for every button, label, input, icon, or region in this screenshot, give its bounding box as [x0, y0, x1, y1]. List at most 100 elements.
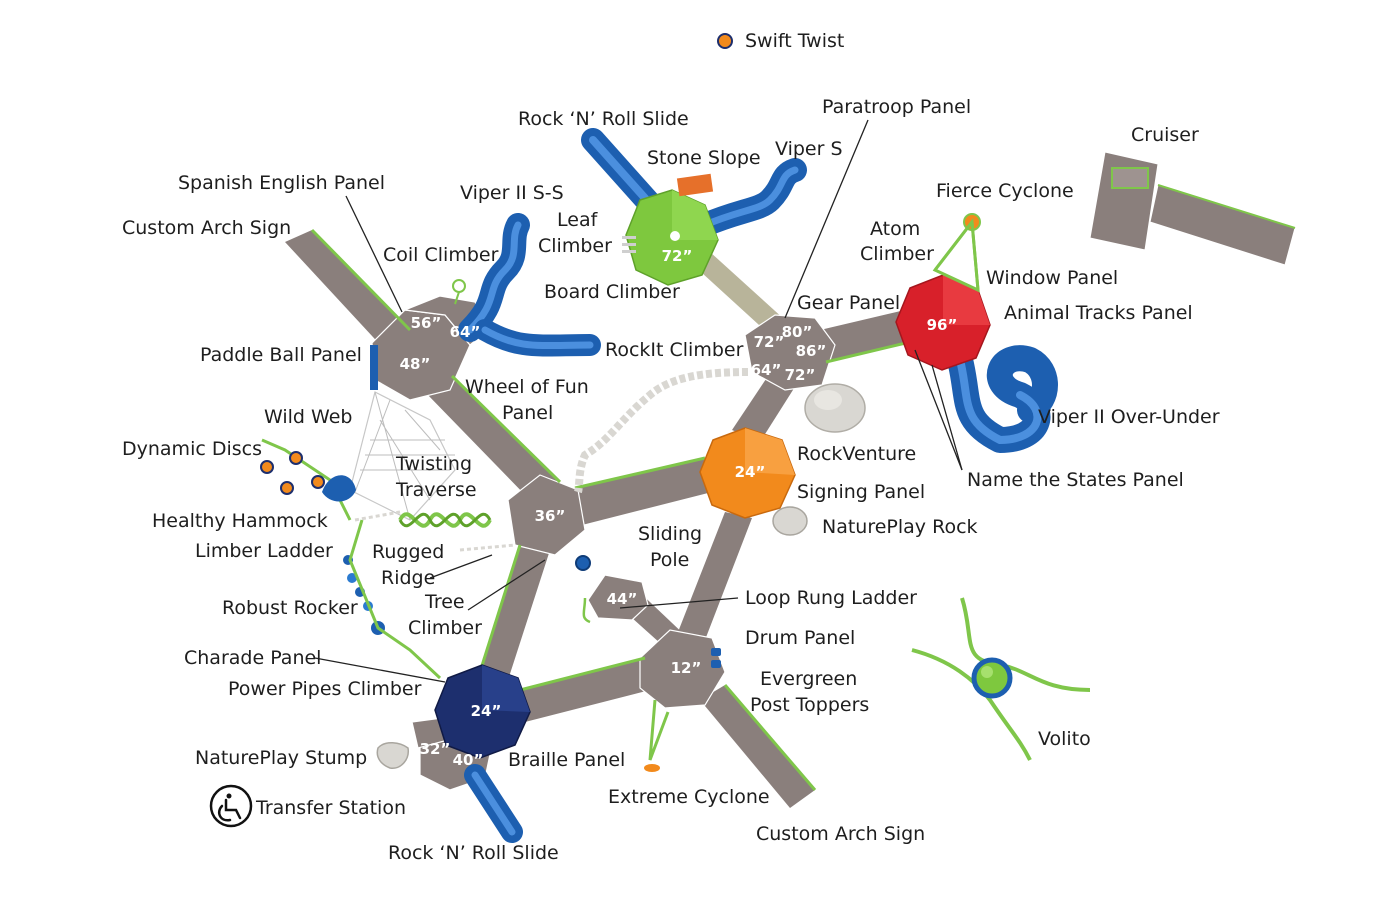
bridge-36-24-orange — [575, 458, 712, 525]
accessibility-icon — [209, 784, 253, 828]
height-96-red-roof: 96” — [927, 316, 958, 334]
label-custom-arch-sign-top: Custom Arch Sign — [122, 217, 291, 239]
label-loop-rung-ladder: Loop Rung Ladder — [745, 587, 917, 609]
atom-climber-icon — [933, 218, 980, 291]
label-window-panel: Window Panel — [986, 267, 1118, 289]
loop-rung-ladder-icon — [582, 597, 591, 624]
height-44: 44” — [607, 590, 638, 608]
label-twisting-traverse-line2: Traverse — [395, 479, 477, 501]
label-rugged-ridge-line1: Rugged — [372, 541, 444, 563]
bridge-48-36 — [425, 376, 560, 500]
label-atom-climber-line2: Climber — [860, 243, 934, 265]
label-gear-panel: Gear Panel — [797, 292, 900, 314]
rockit-climber-chain — [574, 368, 749, 494]
play-components — [209, 33, 1296, 828]
label-animal-tracks-panel: Animal Tracks Panel — [1004, 302, 1193, 324]
label-natureplay-rock: NaturePlay Rock — [822, 516, 978, 538]
guard-rails — [310, 228, 911, 791]
deck-gear-cluster — [744, 314, 836, 391]
label-robust-rocker: Robust Rocker — [222, 597, 358, 619]
stone-slope-icon — [676, 173, 714, 197]
height-48: 48” — [400, 355, 431, 373]
leaf-climber-icon — [622, 236, 636, 253]
label-volito: Volito — [1038, 728, 1091, 750]
wild-web-net — [349, 391, 456, 521]
label-wheel-of-fun-line1: Wheel of Fun — [465, 376, 589, 398]
height-12: 12” — [671, 659, 702, 677]
label-leaf-climber-line2: Climber — [538, 235, 612, 257]
label-swift-twist: Swift Twist — [745, 30, 844, 52]
label-evergreen-post-toppers-line1: Evergreen — [760, 668, 857, 690]
label-coil-climber: Coil Climber — [383, 244, 499, 266]
label-sliding-pole-line1: Sliding — [638, 523, 702, 545]
label-rockit-climber: RockIt Climber — [605, 339, 744, 361]
deck-walkways — [285, 230, 910, 808]
height-72-b: 72” — [785, 366, 816, 384]
deck-12 — [639, 629, 726, 709]
bridge-24navy-12 — [520, 658, 650, 722]
height-24-orange-roof: 24” — [735, 463, 766, 481]
label-signing-panel: Signing Panel — [797, 481, 925, 503]
label-rock-n-roll-slide-top: Rock ‘N’ Roll Slide — [518, 108, 689, 130]
deck-heights: 72” 96” 56” 64” 48” 80” 72” 86” 64” 72” … — [400, 247, 958, 769]
height-56: 56” — [411, 314, 442, 332]
label-spanish-english-panel: Spanish English Panel — [178, 172, 385, 194]
natureplay-rock-icon — [772, 506, 808, 536]
label-viper-ii-over-under: Viper II Over-Under — [1038, 406, 1220, 428]
natureplay-stump-icon — [376, 742, 409, 769]
label-braille-panel: Braille Panel — [508, 749, 625, 771]
label-twisting-traverse-line1: Twisting — [395, 453, 472, 475]
cruiser-icon — [1089, 151, 1296, 266]
label-atom-climber-line1: Atom — [870, 218, 920, 240]
label-charade-panel: Charade Panel — [184, 647, 321, 669]
label-rugged-ridge-line2: Ridge — [381, 567, 435, 589]
component-labels: Swift Twist Rock ‘N’ Roll Slide Paratroo… — [122, 30, 1220, 864]
leader-lines — [314, 119, 963, 683]
label-rock-n-roll-slide-bottom: Rock ‘N’ Roll Slide — [388, 842, 559, 864]
height-72-a: 72” — [754, 333, 785, 351]
viper-ii-s-s-slide — [458, 213, 530, 342]
label-fierce-cyclone: Fierce Cyclone — [936, 180, 1074, 202]
roofs — [434, 189, 991, 759]
height-40: 40” — [453, 751, 484, 769]
deck-36 — [507, 474, 586, 556]
coil-climber-icon — [452, 279, 466, 293]
label-name-the-states-panel: Name the States Panel — [967, 469, 1184, 491]
label-viper-ii-s-s: Viper II S-S — [460, 182, 564, 204]
label-drum-panel: Drum Panel — [745, 627, 855, 649]
label-dynamic-discs: Dynamic Discs — [122, 438, 262, 460]
label-natureplay-stump: NaturePlay Stump — [195, 747, 367, 769]
bridge-24-12 — [678, 512, 752, 640]
volito-icon — [911, 597, 1091, 761]
height-64-left: 64” — [450, 323, 481, 341]
ramp-custom-arch-top — [285, 230, 410, 350]
robust-rocker-icon — [343, 519, 442, 680]
healthy-hammock-icon — [322, 475, 356, 502]
evergreen-post-toppers-icon — [711, 648, 721, 668]
height-32: 32” — [420, 740, 451, 758]
label-custom-arch-sign-bottom: Custom Arch Sign — [756, 823, 925, 845]
label-transfer-station: Transfer Station — [255, 797, 406, 819]
label-wild-web: Wild Web — [264, 406, 352, 428]
label-paddle-ball-panel: Paddle Ball Panel — [200, 344, 362, 366]
label-limber-ladder: Limber Ladder — [195, 540, 333, 562]
label-wheel-of-fun-line2: Panel — [502, 402, 553, 424]
label-paratroop-panel: Paratroop Panel — [822, 96, 971, 118]
label-leaf-climber-line1: Leaf — [557, 209, 599, 231]
height-64-b: 64” — [751, 361, 782, 379]
label-viper-s: Viper S — [775, 138, 843, 160]
label-board-climber: Board Climber — [544, 281, 680, 303]
height-72-green-roof: 72” — [662, 247, 693, 265]
height-86: 86” — [796, 342, 827, 360]
label-cruiser: Cruiser — [1131, 124, 1199, 146]
label-evergreen-post-toppers-line2: Post Toppers — [750, 694, 869, 716]
label-tree-climber-line2: Climber — [408, 617, 482, 639]
bridge-36-24-navy — [480, 545, 550, 680]
label-tree-climber-line1: Tree — [424, 591, 465, 613]
tree-climber-icon — [575, 555, 591, 571]
height-36: 36” — [535, 507, 566, 525]
height-24-navy-roof: 24” — [471, 702, 502, 720]
label-rockventure: RockVenture — [797, 443, 916, 465]
paddle-ball-panel-icon — [370, 345, 378, 390]
